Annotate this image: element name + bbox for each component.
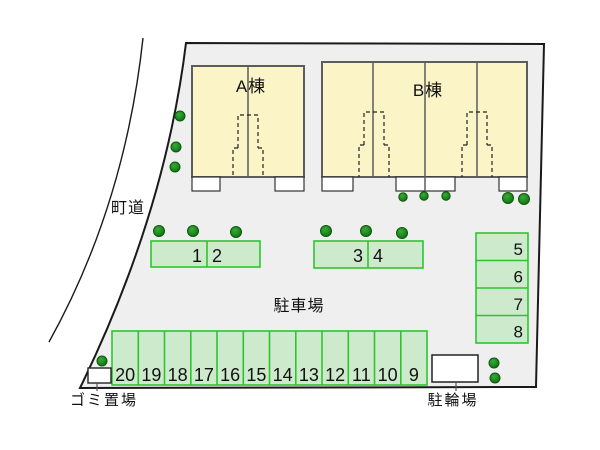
building-a-porch-right xyxy=(274,176,305,192)
tree-icon xyxy=(398,192,408,202)
bicycle-parking-area: 駐輪場 xyxy=(427,354,479,409)
tree-icon xyxy=(96,355,108,367)
parking-stall-17: 17 xyxy=(194,365,214,385)
tree-icon xyxy=(502,192,514,204)
parking-lot-label: 駐車場 xyxy=(273,297,324,315)
parking-group-3-4: 3 4 xyxy=(313,240,424,269)
parking-stall-3: 3 xyxy=(353,246,363,266)
tree-icon xyxy=(170,141,182,153)
parking-stall-6: 6 xyxy=(514,268,523,287)
tree-icon xyxy=(360,225,372,237)
tree-icon xyxy=(169,161,181,173)
parking-stall-2: 2 xyxy=(212,246,222,266)
building-b-porch-right xyxy=(498,176,528,192)
parking-stall-4: 4 xyxy=(373,246,383,266)
building-a-porch-left xyxy=(191,176,221,192)
tree-icon xyxy=(518,193,530,205)
parking-stall-5: 5 xyxy=(514,240,523,259)
parking-stall-16: 16 xyxy=(220,365,240,385)
building-b-label: B棟 xyxy=(413,81,443,100)
parking-stall-19: 19 xyxy=(141,365,161,385)
parking-stall-15: 15 xyxy=(246,365,266,385)
tree-icon xyxy=(230,226,242,238)
garbage-area: ゴミ置場 xyxy=(70,367,138,409)
parking-stall-11: 11 xyxy=(352,365,371,385)
building-a-entrance-outline xyxy=(232,114,264,177)
tree-icon xyxy=(187,225,199,237)
tree-icon xyxy=(320,225,332,237)
parking-stall-18: 18 xyxy=(168,365,188,385)
road-line xyxy=(48,37,144,343)
parking-row-20-9: 20 19 18 17 16 15 14 13 12 11 10 9 xyxy=(111,330,428,386)
parking-stall-9: 9 xyxy=(409,365,419,385)
tree-icon xyxy=(488,357,500,369)
building-b-entrance-outline-1 xyxy=(358,111,390,177)
parking-column-5-8: 5 6 7 8 xyxy=(475,232,529,344)
building-a: A棟 xyxy=(191,65,305,192)
tree-icon xyxy=(441,191,451,201)
parking-stall-14: 14 xyxy=(273,365,293,385)
parking-group-1-2: 1 2 xyxy=(150,240,261,268)
parking-stall-20: 20 xyxy=(115,365,135,385)
tree-icon xyxy=(153,225,165,237)
parking-stall-1: 1 xyxy=(192,246,202,266)
garbage-area-box xyxy=(87,367,112,384)
tree-icon xyxy=(489,372,501,384)
tree-icon xyxy=(419,191,429,201)
tree-icon xyxy=(174,110,186,122)
bicycle-parking-label: 駐輪場 xyxy=(427,392,478,409)
building-b-entrance-outline-2 xyxy=(461,111,493,177)
building-a-label: A棟 xyxy=(236,77,266,96)
parking-stall-10: 10 xyxy=(378,365,398,385)
parking-stall-13: 13 xyxy=(299,365,319,385)
trees xyxy=(96,110,530,384)
parking-stall-7: 7 xyxy=(514,295,523,314)
building-b: B棟 xyxy=(321,61,528,192)
building-b-porch-left xyxy=(321,176,354,192)
parking-stall-8: 8 xyxy=(514,323,523,342)
tree-icon xyxy=(396,227,408,239)
bicycle-parking-box xyxy=(431,354,479,383)
road-label: 町道 xyxy=(111,199,145,217)
parking-group-1-2-outline xyxy=(150,240,261,268)
garbage-area-label: ゴミ置場 xyxy=(70,391,138,409)
parking-stall-12: 12 xyxy=(325,365,345,385)
